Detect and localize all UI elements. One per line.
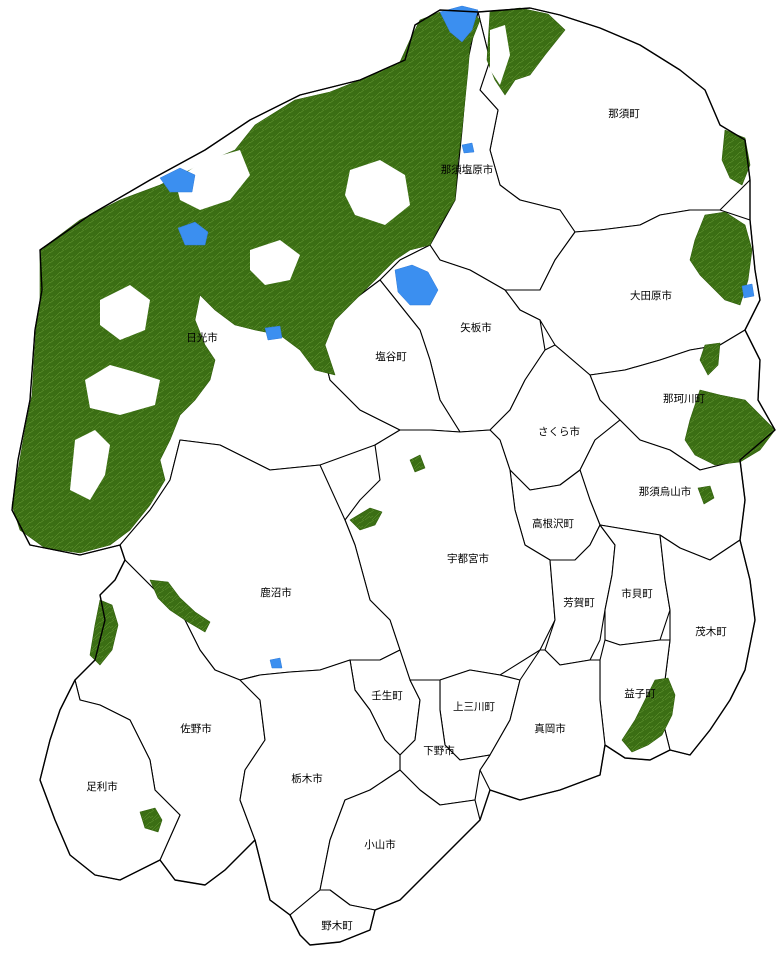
- label-takanezawa: 高根沢町: [532, 517, 574, 530]
- forest-area-mashiko: [621, 677, 676, 753]
- label-shimotsuke: 下野市: [423, 744, 455, 757]
- forest-area-nasukarasuyama: [697, 485, 715, 505]
- label-moka: 真岡市: [534, 722, 566, 735]
- lake-yaita: [394, 264, 439, 306]
- label-otawara: 大田原市: [630, 289, 672, 302]
- region-motegi[interactable]: [659, 534, 756, 756]
- label-shioya: 塩谷町: [375, 350, 407, 363]
- clearing-nikko-south: [70, 430, 110, 500]
- forest-area-sano: [89, 599, 119, 666]
- label-mibu: 壬生町: [371, 689, 403, 702]
- label-mashiko: 益子町: [624, 687, 656, 700]
- forest-area-nakagawa: [684, 389, 776, 466]
- pond-east: [741, 283, 755, 299]
- clearing-north-valley: [490, 25, 510, 85]
- label-nasukarasuyama: 那須烏山市: [638, 485, 692, 498]
- label-tochigi: 栃木市: [291, 772, 323, 785]
- lake-chuzenji: [177, 221, 209, 246]
- forest-area-nasu-east: [721, 129, 751, 186]
- forest-area-otawara-east: [689, 211, 753, 306]
- forest-coverage: [11, 7, 776, 833]
- label-motegi: 茂木町: [695, 625, 727, 638]
- label-kaminokawa: 上三川町: [453, 700, 495, 713]
- pond-kanuma: [269, 657, 283, 669]
- label-ichikai: 市貝町: [621, 587, 653, 600]
- label-kanuma: 鹿沼市: [260, 586, 292, 599]
- forest-area-sakura: [409, 454, 426, 473]
- pond-small-north: [461, 142, 475, 154]
- forest-area-ashikaga: [139, 807, 163, 833]
- clearing-nikko-north: [175, 150, 250, 210]
- forest-area-utsunomiya-west: [349, 507, 383, 531]
- label-oyama: 小山市: [364, 838, 396, 851]
- label-ashikaga: 足利市: [86, 780, 118, 793]
- label-nogi: 野木町: [321, 919, 353, 932]
- label-yaita: 矢板市: [460, 321, 492, 334]
- lake-northwest: [159, 167, 196, 193]
- clearing-shiobara: [345, 160, 410, 225]
- label-nikko: 日光市: [186, 331, 218, 344]
- clearings: [70, 25, 510, 500]
- label-sakura: さくら市: [538, 425, 580, 438]
- label-nasu: 那須町: [608, 107, 640, 120]
- pond-nikko-south: [264, 325, 283, 341]
- prefecture-boundary: [11, 7, 776, 946]
- label-utsunomiya: 宇都宮市: [447, 552, 489, 565]
- water-bodies: [159, 5, 755, 669]
- label-nakagawa: 那珂川町: [663, 392, 705, 405]
- forest-area-nakagawa-north: [699, 342, 721, 376]
- clearing-kinugawa: [250, 240, 300, 285]
- forest-area-kanuma: [149, 579, 211, 633]
- clearing-nikko-center: [85, 365, 160, 415]
- label-haga: 芳賀町: [563, 596, 595, 609]
- clearing-nikko-west: [100, 285, 150, 340]
- label-nasushiobara: 那須塩原市: [440, 163, 494, 176]
- label-sano: 佐野市: [180, 722, 212, 735]
- lake-north: [439, 5, 479, 43]
